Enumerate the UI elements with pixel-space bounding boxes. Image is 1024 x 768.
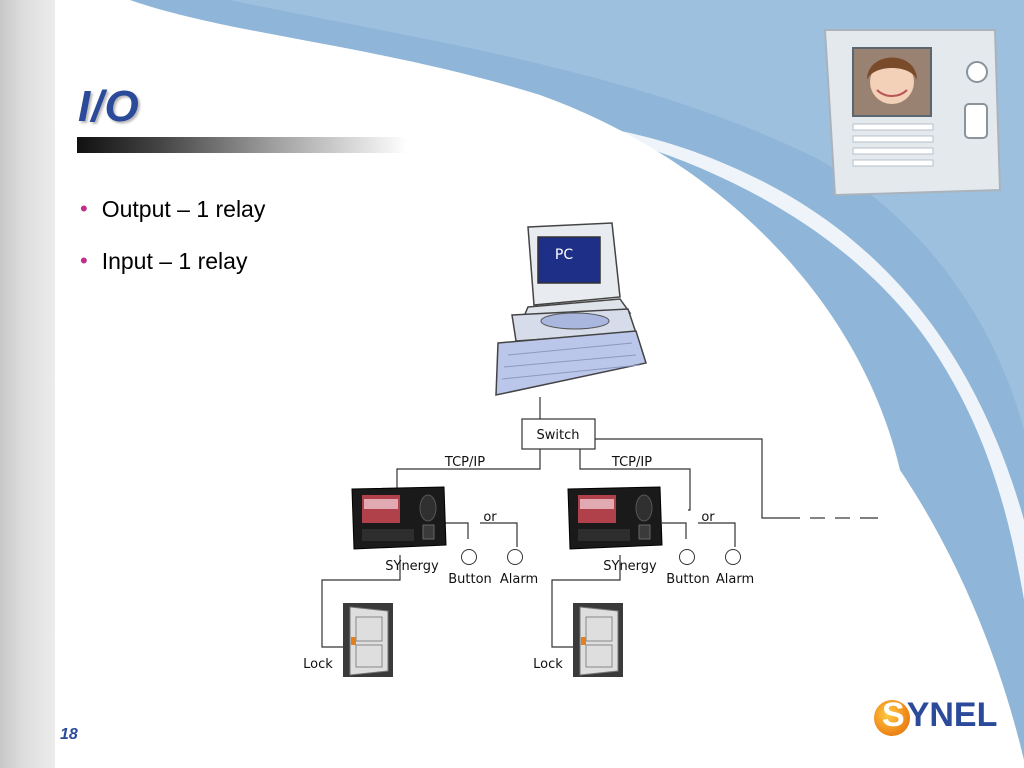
left-side-bar [0,0,55,768]
bullet-list: • Output – 1 relay • Input – 1 relay [80,194,265,298]
door-right-icon [573,603,623,677]
bullet-text: Input – 1 relay [101,248,248,274]
or-label-left: or [483,510,497,525]
logo-text: SYNEL [876,696,997,735]
bullet-dot-icon: • [80,196,88,221]
page-number: 18 [60,726,78,743]
terminal-right-icon [567,486,663,550]
lock-left-label: Lock [303,657,333,672]
pc-icon [495,222,647,396]
alarm-left-icon [507,549,523,565]
logo-text-rest: YNEL [906,696,998,734]
terminal-right-label: SYnergy [603,559,657,574]
title-underline [77,137,407,153]
terminal-photo-decoration [823,29,1002,197]
network-diagram: PC Switch TCP/IP TCP/IP [290,215,890,685]
button-left-icon [461,549,477,565]
synel-logo: SYNEL [868,686,998,746]
connection-lines [321,397,878,648]
alarm-right-label: Alarm [716,572,754,587]
bullet-dot-icon: • [80,248,88,273]
alarm-left-label: Alarm [500,572,538,587]
terminal-left-icon [351,486,447,550]
or-label-right: or [701,510,715,525]
pc-label: PC [555,247,573,263]
bullet-item: • Output – 1 relay [80,194,265,246]
button-right-label: Button [666,572,710,587]
bullet-text: Output – 1 relay [101,196,266,222]
lock-right-label: Lock [533,657,563,672]
logo-text-initial: S [882,696,905,734]
alarm-right-icon [725,549,741,565]
link-label-left: TCP/IP [444,455,485,470]
link-label-right: TCP/IP [611,455,652,470]
bullet-item: • Input – 1 relay [80,246,265,298]
button-right-icon [679,549,695,565]
button-left-label: Button [448,572,492,587]
door-left-icon [343,603,393,677]
switch-box [521,418,596,450]
terminal-left-label: SYnergy [385,559,439,574]
logo-sun-icon [874,700,910,736]
slide-title: I/O [78,82,140,131]
switch-label: Switch [537,428,580,443]
